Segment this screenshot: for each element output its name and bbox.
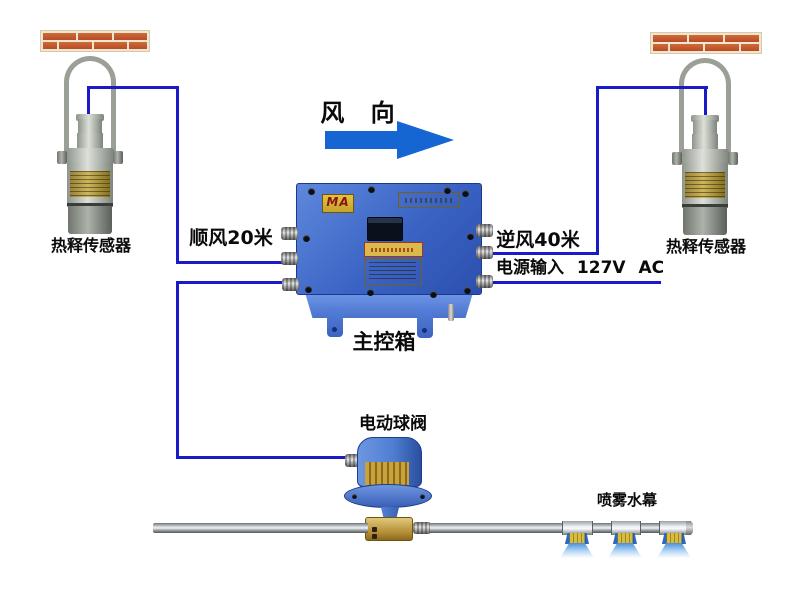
sensor-lug-left bbox=[57, 151, 67, 164]
box-foot-left bbox=[327, 307, 343, 337]
cable-gland-left-3 bbox=[282, 278, 299, 291]
wire-upwind-to-box bbox=[486, 252, 598, 255]
valve-brass-band bbox=[365, 462, 409, 485]
wire-right-vertical bbox=[596, 86, 599, 255]
bolt bbox=[467, 233, 474, 240]
spray-mist-icon bbox=[560, 543, 594, 558]
flange-bolt bbox=[352, 494, 357, 499]
wire-left-vertical bbox=[176, 86, 179, 264]
wind-arrow-head-icon bbox=[397, 121, 454, 159]
bolt bbox=[368, 186, 375, 193]
wind-direction-label: 风 向 bbox=[320, 99, 404, 127]
bolt bbox=[430, 291, 437, 298]
sensor-neck bbox=[692, 134, 718, 150]
display-window bbox=[367, 217, 403, 241]
spray-nozzle-icon bbox=[565, 533, 589, 544]
model-nameplate bbox=[398, 192, 460, 208]
flange-bolt bbox=[420, 494, 425, 499]
spray-nozzle-icon bbox=[613, 533, 637, 544]
cable-gland-left-1 bbox=[281, 227, 298, 240]
block-port bbox=[372, 534, 377, 539]
sensor-groove bbox=[67, 203, 113, 206]
thermal-sensor-left-icon bbox=[57, 114, 123, 234]
wire-box-to-valve-upper bbox=[176, 281, 292, 284]
wire-downwind-to-box bbox=[176, 261, 296, 264]
sensor-cap-rim bbox=[76, 114, 104, 121]
wire-power-input bbox=[489, 281, 661, 284]
brick-row bbox=[653, 35, 759, 42]
power-input-label: 电源输入 127V AC bbox=[496, 258, 665, 278]
foot-hole bbox=[332, 327, 337, 332]
electric-ball-valve-label: 电动球阀 bbox=[359, 414, 427, 434]
spec-label bbox=[364, 258, 422, 285]
cable-gland-right-1 bbox=[476, 224, 493, 237]
valve-flange bbox=[344, 484, 432, 508]
sensor-groove bbox=[682, 204, 728, 207]
bolt bbox=[444, 187, 451, 194]
electric-ball-valve-icon bbox=[344, 437, 436, 541]
wire-valve-vertical bbox=[176, 281, 179, 459]
valve-stem bbox=[380, 507, 400, 520]
sensor-hanger-left-icon bbox=[64, 56, 116, 156]
main-control-box-icon: MA bbox=[281, 183, 493, 343]
valve-body-block bbox=[365, 517, 413, 541]
sensor-spec-band bbox=[685, 172, 725, 198]
drain-screw bbox=[448, 304, 454, 321]
sensor-hanger-right-icon bbox=[679, 58, 731, 158]
main-control-box-label: 主控箱 bbox=[352, 330, 416, 354]
downwind-distance-label: 顺风20米 bbox=[189, 227, 273, 249]
cable-gland-right-3 bbox=[476, 275, 493, 288]
wind-arrow-body-icon bbox=[325, 131, 397, 149]
sensor-cap bbox=[693, 120, 717, 135]
brick-row bbox=[43, 33, 147, 40]
sensor-lug-right bbox=[113, 151, 123, 164]
wire-right-sensor-drop bbox=[704, 86, 707, 119]
pipe-end-cap bbox=[686, 521, 693, 535]
bolt bbox=[305, 286, 312, 293]
spray-water-curtain-label: 喷雾水幕 bbox=[596, 491, 657, 509]
sensor-lug-right bbox=[728, 152, 738, 165]
bolt bbox=[367, 289, 374, 296]
sensor-cap bbox=[78, 119, 102, 134]
spray-mist-icon bbox=[608, 543, 642, 558]
sensor-shoulder bbox=[66, 148, 114, 163]
wire-valve-horizontal bbox=[176, 456, 348, 459]
bolt bbox=[308, 188, 315, 195]
spray-mist-icon bbox=[657, 543, 691, 558]
ceiling-brick-left bbox=[40, 30, 150, 52]
warning-label bbox=[364, 242, 423, 257]
sensor-base bbox=[68, 206, 112, 234]
sensor-base bbox=[683, 207, 727, 235]
block-port bbox=[372, 527, 377, 532]
water-pipe-right bbox=[430, 523, 688, 533]
pipe-coupling bbox=[611, 521, 641, 535]
wire-right-sensor-horizontal bbox=[596, 86, 708, 89]
pipe-coupling bbox=[562, 521, 593, 535]
sensor-shoulder bbox=[681, 149, 729, 164]
sensor-neck bbox=[77, 133, 103, 149]
bolt bbox=[464, 287, 471, 294]
spray-nozzle-icon bbox=[662, 533, 686, 544]
cable-gland-left-2 bbox=[281, 252, 298, 265]
valve-outlet-fitting bbox=[413, 522, 431, 534]
wire-left-sensor-drop bbox=[87, 86, 90, 119]
brick-row bbox=[43, 42, 147, 49]
sensor-lug-left bbox=[672, 152, 682, 165]
sensor-left-label: 热释传感器 bbox=[50, 236, 131, 255]
ma-certification-badge: MA bbox=[322, 194, 354, 213]
sensor-spec-band bbox=[70, 171, 110, 197]
bolt bbox=[303, 235, 310, 242]
upwind-distance-label: 逆风40米 bbox=[496, 229, 580, 251]
box-foot-right bbox=[417, 308, 433, 338]
sensor-right-label: 热释传感器 bbox=[665, 237, 746, 256]
brick-row bbox=[653, 44, 759, 51]
water-pipe-left bbox=[153, 523, 368, 533]
ceiling-brick-right bbox=[650, 32, 762, 54]
sensor-cap-rim bbox=[691, 115, 719, 122]
cable-gland-right-2 bbox=[476, 246, 493, 259]
thermal-sensor-right-icon bbox=[672, 115, 738, 235]
foot-hole bbox=[422, 328, 427, 333]
bolt bbox=[462, 190, 469, 197]
wire-left-sensor-horizontal bbox=[87, 86, 179, 89]
